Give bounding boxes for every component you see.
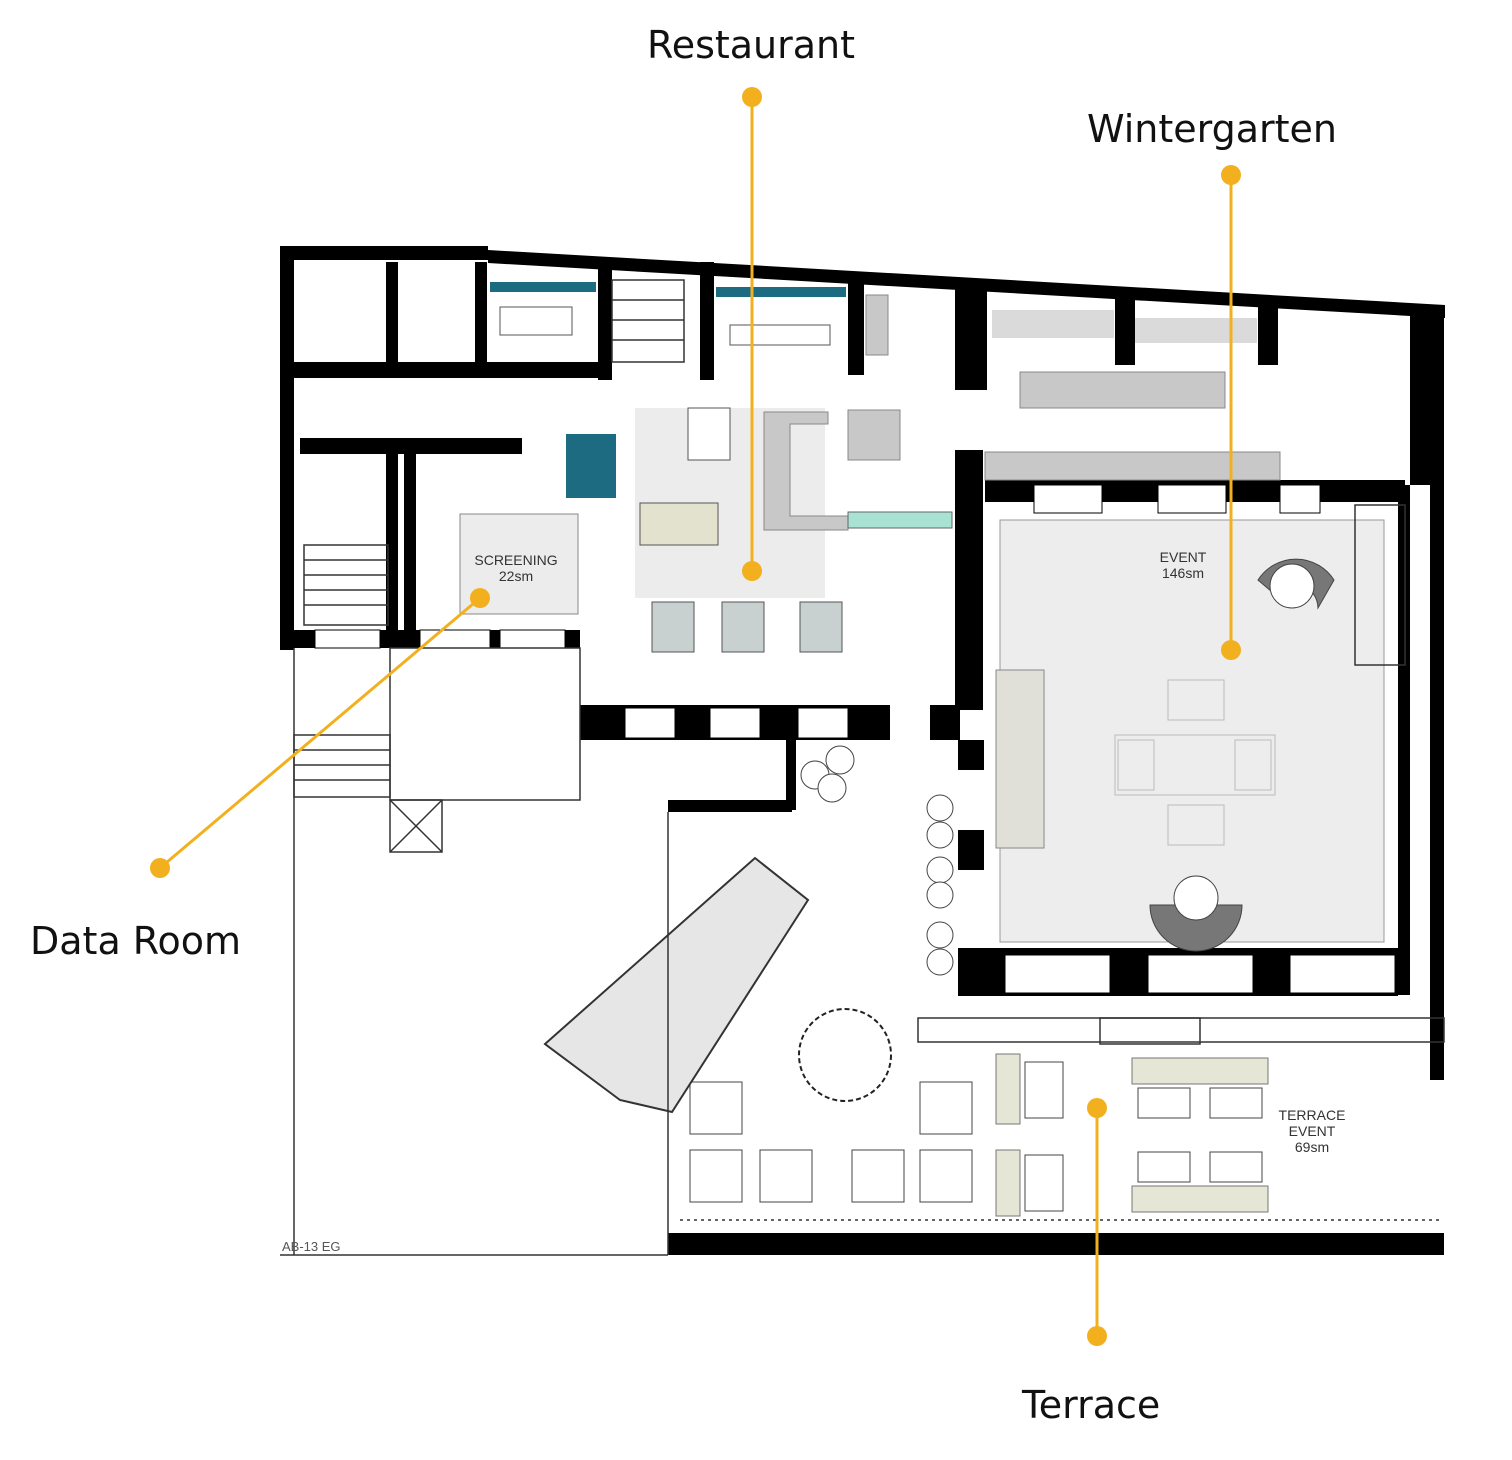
restaurant-callout-label: Restaurant (647, 23, 856, 67)
terrace-callout-anchor (1087, 1098, 1107, 1118)
terrace-outline (280, 647, 1445, 1256)
data-room-callout-anchor (470, 588, 490, 608)
room-labels: SCREENING 22sm EVENT 146sm TERRACE EVENT… (282, 549, 1345, 1254)
terrace-callout-label: Terrace (1022, 1383, 1161, 1427)
teal-accents (490, 282, 846, 498)
screening-name: SCREENING (474, 552, 557, 568)
data-room-callout-label: Data Room (30, 919, 242, 963)
sheet-label: AB-13 EG (282, 1239, 341, 1254)
terrace-event-name-line1: TERRACE (1279, 1107, 1346, 1123)
event-name: EVENT (1160, 549, 1207, 565)
restaurant-callout-anchor (742, 561, 762, 581)
wintergarten-callout-dot (1221, 165, 1241, 185)
data-room-callout-dot (150, 858, 170, 878)
screening-area: 22sm (499, 568, 533, 584)
callout-leaders (150, 87, 1241, 1346)
floor-fills (459, 408, 1385, 943)
event-area: 146sm (1162, 565, 1204, 581)
terrace-event-area: 69sm (1295, 1139, 1329, 1155)
terrace-event-name-line2: EVENT (1289, 1123, 1336, 1139)
windows (314, 484, 1396, 994)
terrace-callout-dot (1087, 1326, 1107, 1346)
wintergarten-callout-label: Wintergarten (1087, 107, 1338, 151)
restaurant-callout-dot (742, 87, 762, 107)
wintergarten-callout-anchor (1221, 640, 1241, 660)
